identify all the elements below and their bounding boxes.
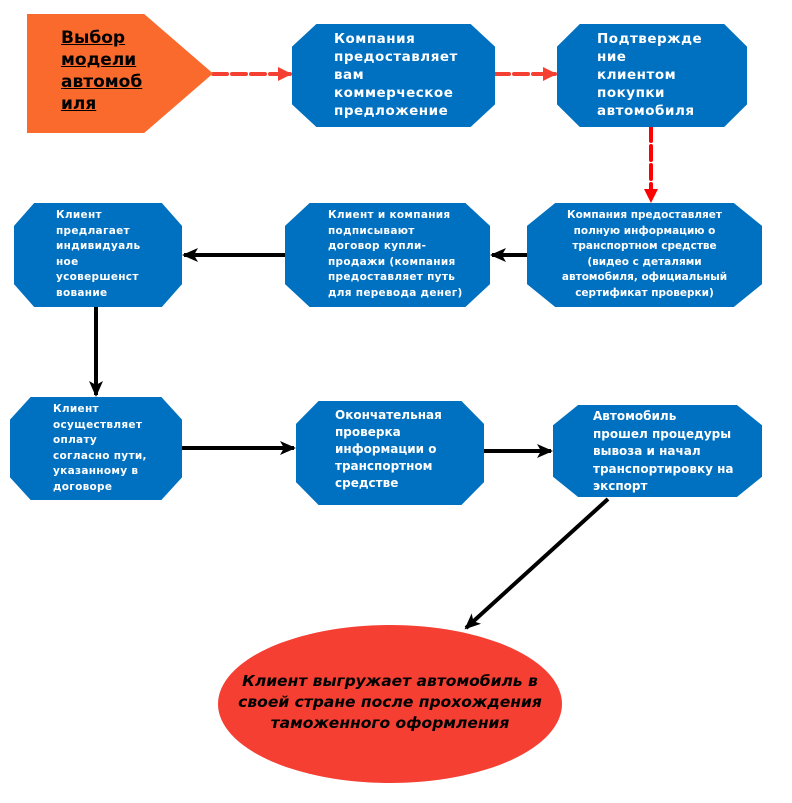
node-upgrade: Клиент предлагает индивидуаль ное усовер… <box>14 203 182 307</box>
node-export: Автомобиль прошел процедуры вывоза и нач… <box>553 405 762 497</box>
node-start-label: Выбор модели автомоб иля <box>61 28 143 114</box>
node-end-label: Клиент выгружает автомобиль в своей стра… <box>238 672 542 732</box>
node-info: Компания предоставляет полную информацию… <box>527 203 762 307</box>
node-final-check-label: Окончательная проверка информации о тран… <box>335 408 442 490</box>
node-upgrade-label: Клиент предлагает индивидуаль ное усовер… <box>56 209 141 299</box>
node-confirm-label: Подтвержде ние клиентом покупки автомоби… <box>597 31 703 119</box>
node-final-check: Окончательная проверка информации о тран… <box>296 401 484 505</box>
node-contract: Клиент и компания подписывают договор ку… <box>285 203 490 307</box>
node-payment: Клиент осуществляет оплату согласно пути… <box>10 397 182 500</box>
node-confirm: Подтвержде ние клиентом покупки автомоби… <box>557 24 747 127</box>
node-export-label: Автомобиль прошел процедуры вывоза и нач… <box>593 409 734 493</box>
node-offer-label: Компания предоставляет вам коммерческое … <box>334 31 458 119</box>
node-payment-label: Клиент осуществляет оплату согласно пути… <box>53 403 147 493</box>
node-contract-label: Клиент и компания подписывают договор ку… <box>328 209 463 299</box>
node-end: Клиент выгружает автомобиль в своей стра… <box>218 625 562 783</box>
node-info-label: Компания предоставляет полную информацию… <box>561 209 728 299</box>
node-offer: Компания предоставляет вам коммерческое … <box>292 24 495 127</box>
edge-export-to-end <box>464 497 610 630</box>
